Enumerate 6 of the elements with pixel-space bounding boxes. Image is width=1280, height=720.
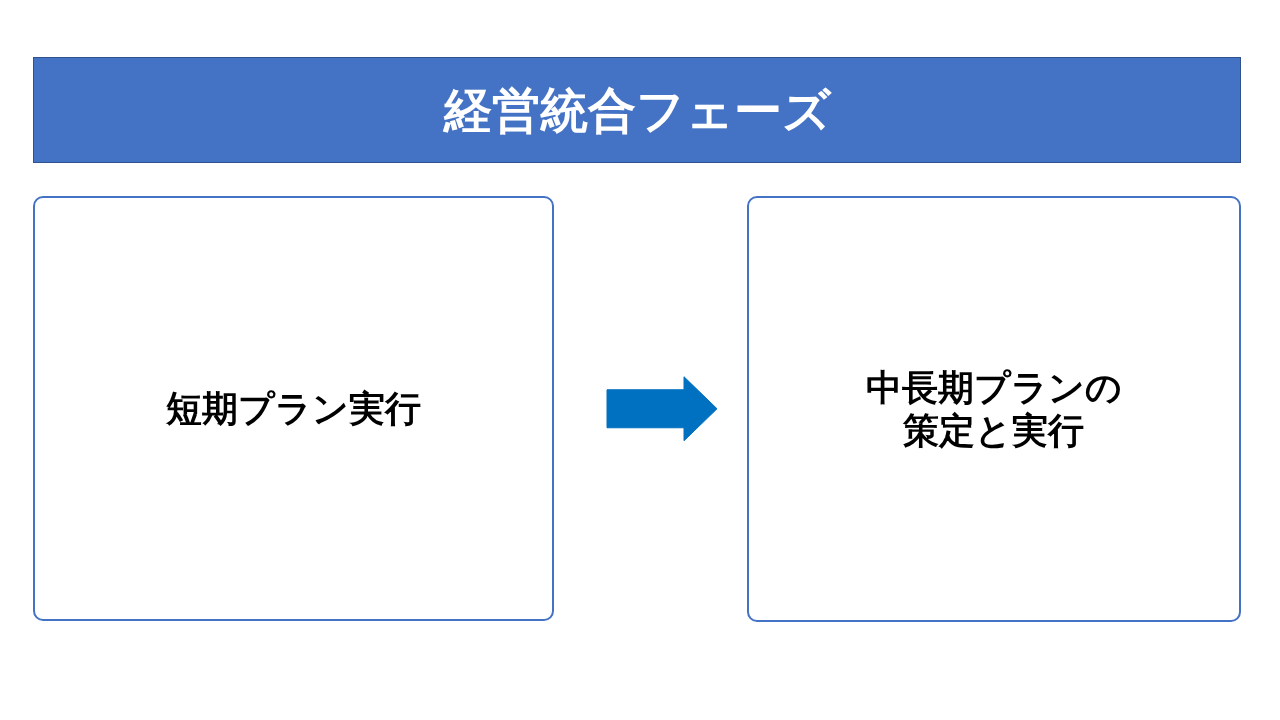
content-box — [33, 196, 554, 621]
content-box — [747, 196, 1241, 622]
title: 経営統合フェーズ — [443, 81, 831, 140]
box-text: 短期プラン実行 — [166, 386, 421, 431]
block-arrow — [606, 376, 718, 442]
box-text: 中長期プランの策定と実行 — [865, 365, 1123, 453]
